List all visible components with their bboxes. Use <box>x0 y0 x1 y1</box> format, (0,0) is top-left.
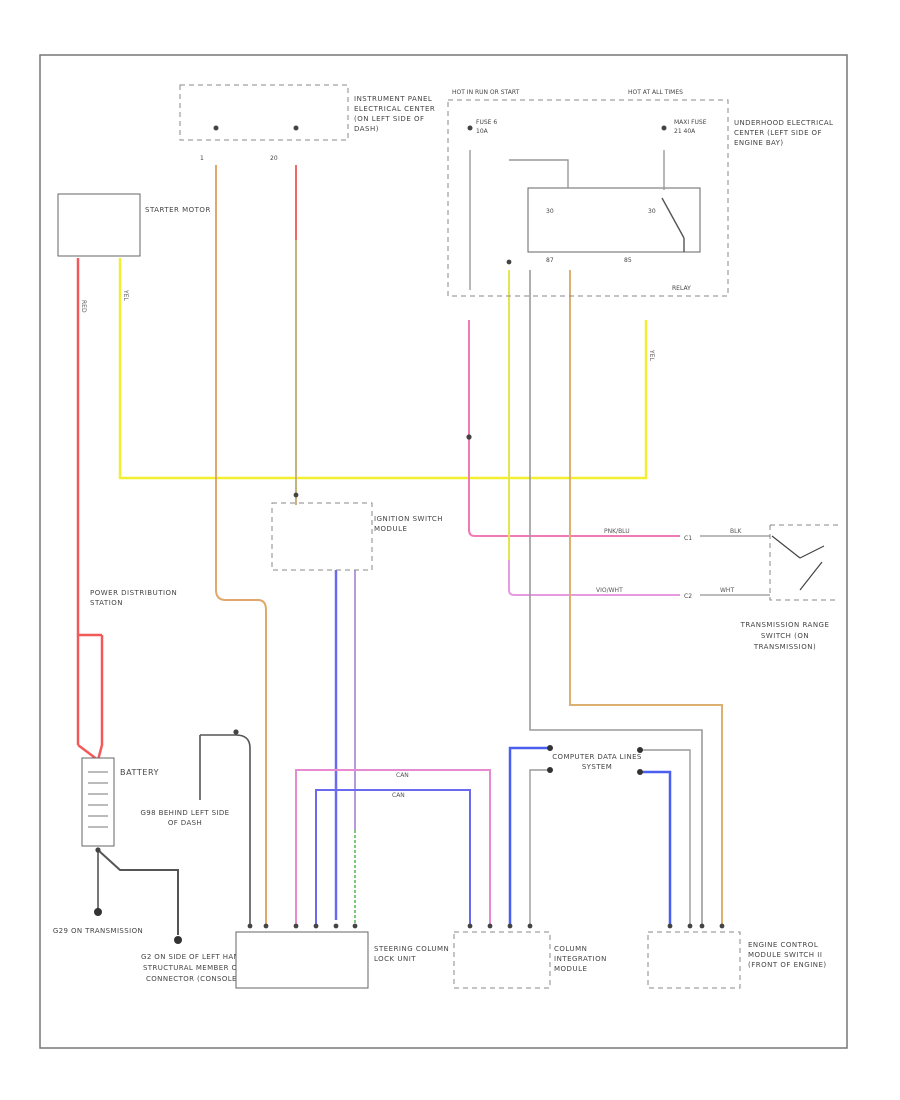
ground-g2-icon <box>174 936 182 944</box>
engine-module-box <box>647 931 741 989</box>
fuse-b-terminal <box>293 125 299 131</box>
underhood-fuse-box <box>447 99 729 297</box>
transmission-switch-icon <box>771 535 825 591</box>
ignition-switch-label: IGNITION SWITCH MODULE <box>374 515 444 533</box>
relay-coil-wire <box>509 159 569 188</box>
wire-yellow-main <box>118 258 648 480</box>
wire-gray-relay <box>529 270 703 925</box>
battery-label: BATTERY <box>120 768 159 777</box>
wire-pink-run <box>468 320 680 537</box>
relay-pin-86: 30 <box>546 208 554 215</box>
wire-data-right <box>640 770 672 925</box>
ground-bracket-label: G98 BEHIND LEFT SIDE OF DASH <box>140 809 230 827</box>
wire-label-violet: VIO/WHT <box>596 587 623 594</box>
wire-label-yel-left: YEL <box>122 289 129 301</box>
ignition-switch-box <box>271 502 373 571</box>
relay-pin-85: 85 <box>624 257 632 264</box>
underhood-center-label: UNDERHOOD ELECTRICAL CENTER (LEFT SIDE O… <box>734 119 834 147</box>
data-node-3 <box>637 747 643 753</box>
ip-center-label: INSTRUMENT PANEL ELECTRICAL CENTER (ON L… <box>354 95 436 133</box>
can-lo-label: CAN <box>392 792 405 799</box>
wire-label-yel-relay: YEL <box>648 349 655 361</box>
wire-ground-battery <box>97 849 179 935</box>
wire-orange-relay <box>569 270 723 925</box>
wire-can-hi <box>295 769 491 925</box>
connector-terminals <box>95 259 725 929</box>
fuse-d-label: MAXI FUSE 21 40A <box>674 119 707 135</box>
relay-switch-icon <box>661 197 685 252</box>
ip-fuse-box <box>179 84 349 141</box>
wire-red-battery <box>76 258 104 761</box>
pin-1: 1 <box>200 155 204 162</box>
transmission-switch-box <box>769 524 838 601</box>
diagram-frame <box>39 54 848 1049</box>
hot-all-times-label: HOT AT ALL TIMES <box>628 89 683 96</box>
steering-lock-box <box>235 931 369 989</box>
wire-orange-fuse-a <box>215 165 267 925</box>
starter-motor-label: STARTER MOTOR <box>145 206 211 214</box>
ground-floor-label: G2 ON SIDE OF LEFT HAND STRUCTURAL MEMBE… <box>141 953 245 983</box>
wire-data-left <box>508 746 548 925</box>
fuse-d-terminal <box>661 125 667 131</box>
can-hi-label: CAN <box>396 772 409 779</box>
pin-c2: C2 <box>684 593 692 600</box>
wire-label-blk: BLK <box>730 528 742 535</box>
relay-box <box>527 187 701 253</box>
pin-c1: C1 <box>684 535 692 542</box>
data-node-1 <box>547 745 553 751</box>
starter-motor-box <box>57 193 141 257</box>
data-node-4 <box>637 769 643 775</box>
fuse-a-terminal <box>213 125 219 131</box>
wire-label-wht: WHT <box>720 587 734 594</box>
column-module-label: COLUMN INTEGRATION MODULE <box>554 945 607 973</box>
wire-data-left2 <box>529 769 548 925</box>
data-node-2 <box>547 767 553 773</box>
wire-label-pink: PNK/BLU <box>604 528 630 535</box>
wire-can-lo <box>315 789 471 925</box>
wire-data-right2 <box>640 749 691 925</box>
ground-transmission-label: G29 ON TRANSMISSION <box>52 927 144 935</box>
relay-pin-87: 87 <box>546 257 554 264</box>
pin-20: 20 <box>270 155 278 162</box>
computer-data-label: COMPUTER DATA LINES SYSTEM <box>552 753 642 771</box>
battery-cells-icon <box>88 771 108 828</box>
ground-g29-icon <box>94 908 102 916</box>
steering-lock-label: STEERING COLUMN LOCK UNIT <box>374 945 450 963</box>
fuse-c-label: FUSE 6 10A <box>476 119 498 135</box>
hot-in-run-label: HOT IN RUN OR START <box>452 89 520 96</box>
wire-ground-bracket <box>199 734 251 925</box>
power-distribution-label: POWER DISTRIBUTION STATION <box>90 589 178 607</box>
transmission-switch-label: TRANSMISSION RANGE SWITCH (ON TRANSMISSI… <box>740 621 830 651</box>
fuse-c-terminal <box>467 125 473 131</box>
column-module-box <box>453 931 551 989</box>
engine-module-label: ENGINE CONTROL MODULE SWITCH II (FRONT O… <box>748 941 827 969</box>
relay-pin-30: 30 <box>648 208 656 215</box>
battery-box <box>81 757 115 847</box>
relay-label: RELAY <box>672 285 691 292</box>
wire-violet-run <box>508 330 680 596</box>
wire-label-red-left: RED <box>80 300 87 313</box>
